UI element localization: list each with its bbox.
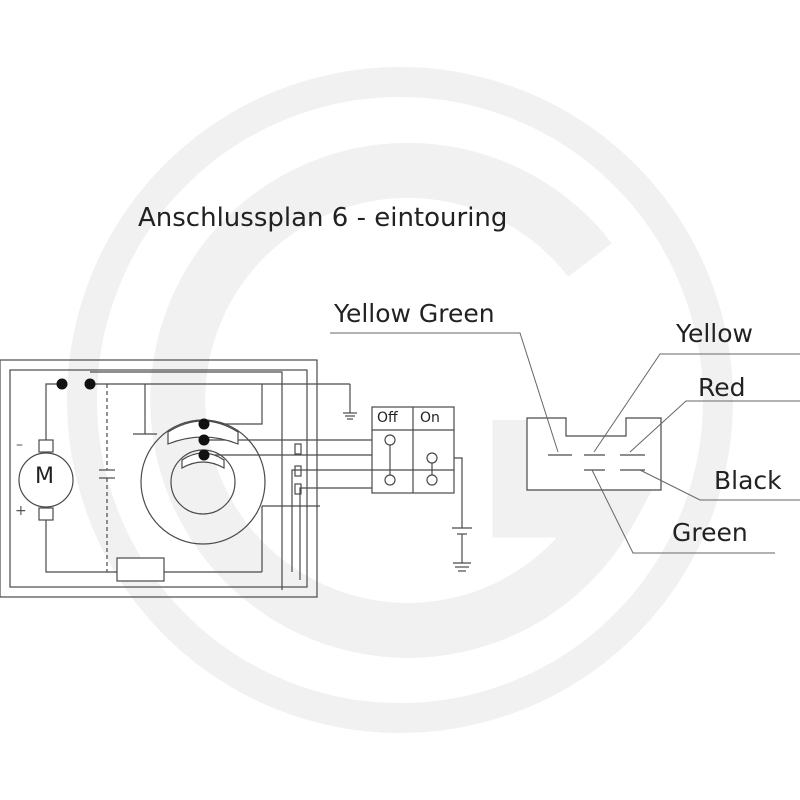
connector-plug [526,417,662,491]
motor-housing [0,359,318,598]
wire-label-black: Black [714,466,782,495]
rotary-cam [140,419,266,545]
leader-lines [330,332,800,554]
internal-wiring [45,371,372,590]
polarity-plus: + [15,503,27,519]
diagram-title: Anschlussplan 6 - eintouring [138,203,508,233]
polarity-minus: – [16,437,23,453]
switch-on-label: On [420,410,440,426]
wire-label-green: Green [672,518,748,547]
off-on-switch [371,406,472,572]
motor-symbol [18,439,74,521]
resistor [116,557,165,582]
wire-label-red: Red [698,373,746,402]
wire-label-yellow-green: Yellow Green [334,299,495,328]
watermark-logo [67,67,733,733]
switch-off-label: Off [377,410,398,426]
motor-label: M [35,464,54,489]
contact-dots [56,378,210,461]
wire-label-yellow: Yellow [676,319,753,348]
